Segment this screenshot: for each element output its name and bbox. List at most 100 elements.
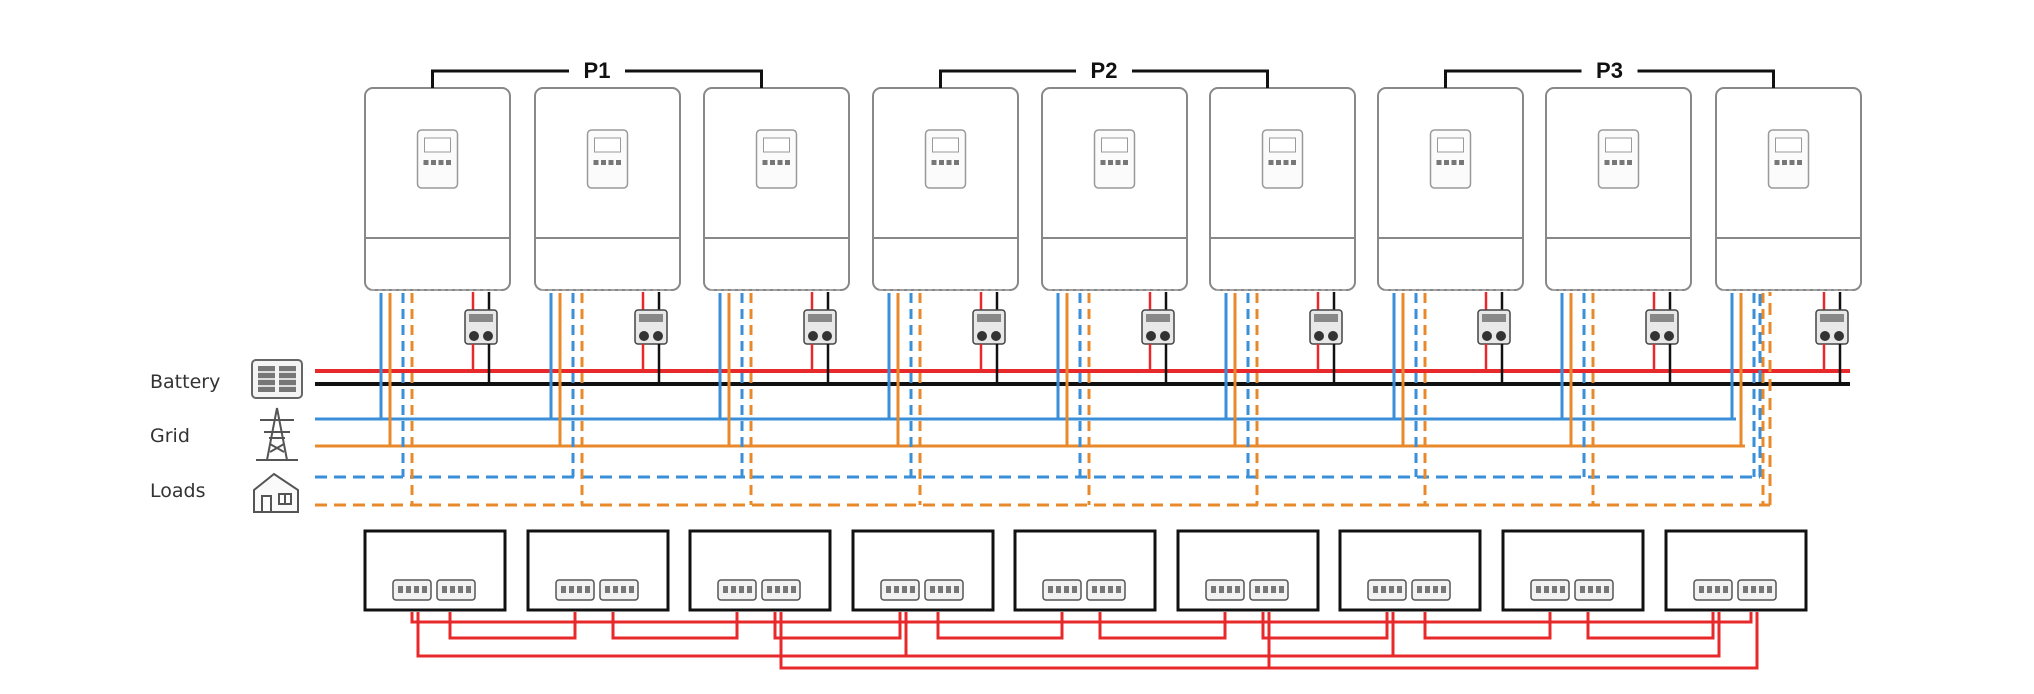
port-pin (894, 586, 899, 593)
port-pin (938, 586, 943, 593)
port-pin (1425, 586, 1430, 593)
port-pin (783, 586, 788, 593)
port-pin (1441, 586, 1446, 593)
display-button (593, 160, 599, 165)
port-pin (886, 586, 891, 593)
display-button (1436, 160, 1442, 165)
display-button (1291, 160, 1296, 165)
display-button (762, 160, 768, 165)
dc-breaker (1815, 309, 1849, 345)
display-button (1444, 160, 1449, 165)
display-screen (1269, 137, 1296, 153)
display-screen (932, 137, 959, 153)
breaker-terminal (1146, 331, 1156, 341)
comm-board-body (1338, 529, 1482, 612)
display-button (1276, 160, 1281, 165)
inverter-body (1377, 87, 1524, 291)
display-screen (1437, 137, 1464, 153)
port-pin (1271, 586, 1276, 593)
parallel-cable (1423, 612, 1552, 640)
display-button (770, 160, 775, 165)
display-button (616, 160, 621, 165)
breaker-terminal (1160, 331, 1170, 341)
comm-board (1176, 529, 1320, 612)
comm-port (1249, 579, 1289, 601)
port-pin (1707, 586, 1712, 593)
breaker-handle (1820, 314, 1844, 322)
breaker-terminal (639, 331, 649, 341)
inverter-body (534, 87, 681, 291)
port-pin (414, 586, 419, 593)
inverter-body (364, 87, 511, 291)
comm-port (1693, 579, 1733, 601)
display-screen (1605, 137, 1632, 153)
port-pin (902, 586, 907, 593)
phase-sync-cable (904, 612, 1395, 658)
port-pin (1056, 586, 1061, 593)
dc-breaker (1141, 309, 1175, 345)
dc-breaker (464, 309, 498, 345)
breaker-terminal (653, 331, 663, 341)
transmission-tower-icon (256, 407, 298, 461)
port-pin (466, 586, 471, 593)
display-button (1774, 160, 1780, 165)
comm-port (1530, 579, 1570, 601)
dc-breaker (1477, 309, 1511, 345)
port-pin (1381, 586, 1386, 593)
dc-breaker (972, 309, 1006, 345)
port-pin (1064, 586, 1069, 593)
port-pin (739, 586, 744, 593)
port-pin (1588, 586, 1593, 593)
port-pin (422, 586, 427, 593)
display-button (1604, 160, 1610, 165)
comm-port (392, 579, 432, 601)
port-pin (1092, 586, 1097, 593)
port-pin (1580, 586, 1585, 593)
port-pin (442, 586, 447, 593)
dc-breaker (634, 309, 668, 345)
port-pin (1596, 586, 1601, 593)
drop-lines (379, 292, 1849, 505)
port-pin (1227, 586, 1232, 593)
display-screen (1101, 137, 1128, 153)
communication-cables (410, 612, 1759, 670)
port-pin (1263, 586, 1268, 593)
display-button (1100, 160, 1106, 165)
port-pin (621, 586, 626, 593)
comm-board-body (851, 529, 995, 612)
display-button (1782, 160, 1787, 165)
comm-port (761, 579, 801, 601)
display-button (1451, 160, 1457, 165)
port-pin (910, 586, 915, 593)
comm-port (924, 579, 964, 601)
comm-port (1042, 579, 1082, 601)
breaker-terminal (483, 331, 493, 341)
port-pin (1699, 586, 1704, 593)
port-pin (577, 586, 582, 593)
port-pin (767, 586, 772, 593)
comm-board (1501, 529, 1645, 612)
port-pin (406, 586, 411, 593)
comm-port (1086, 579, 1126, 601)
comm-board (1338, 529, 1482, 612)
breaker-terminal (1328, 331, 1338, 341)
inverter (1377, 87, 1524, 291)
port-pin (569, 586, 574, 593)
port-pin (930, 586, 935, 593)
comm-board-body (363, 529, 507, 612)
port-pin (731, 586, 736, 593)
bracket-label-bg (1076, 58, 1132, 82)
breaker-handle (1650, 314, 1674, 322)
comm-board (688, 529, 832, 612)
comm-port (1574, 579, 1614, 601)
port-pin (1715, 586, 1720, 593)
comm-port (1205, 579, 1245, 601)
port-pin (1751, 586, 1756, 593)
display-button (446, 160, 451, 165)
display-screen (763, 137, 790, 153)
display-button (1283, 160, 1289, 165)
display-button (1108, 160, 1113, 165)
comm-port (436, 579, 476, 601)
port-pin (1211, 586, 1216, 593)
